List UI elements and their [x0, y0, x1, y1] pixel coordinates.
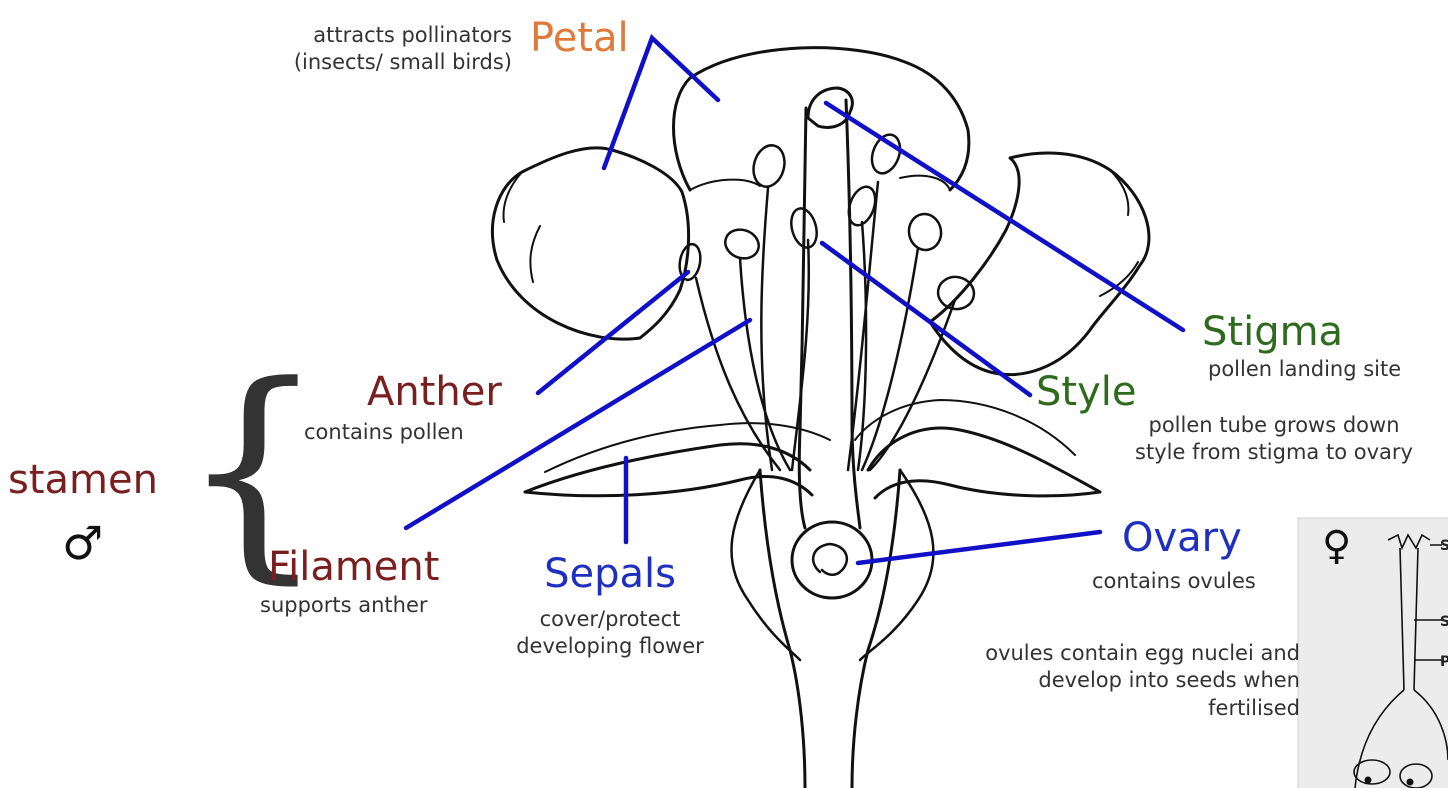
pointer-lines	[403, 34, 1186, 566]
filaments	[694, 180, 957, 472]
stamen-label: stamen	[8, 457, 158, 503]
center-petal	[672, 46, 971, 192]
ovary-drawing	[790, 520, 874, 600]
petal-pointer	[601, 34, 721, 171]
pistil-inset: S S P	[1297, 517, 1448, 788]
petal-desc-line2: (insects/ small birds)	[293, 50, 512, 75]
ovary-description: contains ovules	[1092, 569, 1256, 593]
sepals-desc-line2: developing flower	[516, 634, 704, 659]
inset-label-s1: S	[1440, 538, 1448, 554]
inset-label-s2: S	[1440, 614, 1448, 630]
anther-pointer	[535, 269, 691, 396]
style-desc-line1: pollen tube grows down	[1148, 413, 1400, 437]
ovary-pointer	[855, 529, 1103, 566]
receptacle	[758, 468, 807, 788]
ovules-note-line1: ovules contain egg nuclei and	[985, 641, 1300, 665]
filament-label: Filament	[268, 544, 440, 590]
petal-description: attracts pollinators (insects/ small bir…	[250, 22, 512, 77]
petal-label: Petal	[530, 15, 629, 61]
filament-pointer	[403, 317, 753, 531]
ovary-label: Ovary	[1122, 515, 1242, 561]
sepals-description: cover/protect developing flower	[490, 606, 730, 661]
anther-description: contains pollen	[304, 420, 464, 444]
petal-desc-line1: attracts pollinators	[313, 23, 512, 47]
ovules-note-line3: fertilised	[1208, 695, 1300, 720]
sepals-label: Sepals	[544, 551, 676, 597]
anther-label: Anther	[367, 369, 502, 415]
right-petal	[928, 151, 1151, 376]
male-symbol: ♂	[62, 516, 104, 570]
left-sepal	[523, 442, 814, 498]
style-label: Style	[1036, 369, 1137, 415]
style-pointer	[819, 240, 1033, 398]
style-tube	[797, 98, 862, 530]
ovules-note-line2: develop into seeds when	[1038, 668, 1300, 693]
right-sepal	[866, 426, 1102, 500]
stigma-drawing	[806, 86, 854, 129]
sepals-desc-line1: cover/protect	[539, 607, 681, 631]
style-description: pollen tube grows down style from stigma…	[1104, 412, 1444, 467]
filament-description: supports anther	[260, 593, 428, 617]
stamen-brace: {	[180, 337, 327, 604]
stigma-pointer	[823, 100, 1186, 333]
anthers	[678, 133, 976, 311]
stigma-description: pollen landing site	[1208, 357, 1402, 381]
ovules-note: ovules contain egg nuclei and develop in…	[890, 640, 1300, 722]
stigma-label: Stigma	[1202, 309, 1344, 355]
inset-label-p: P	[1440, 654, 1448, 670]
left-petal	[490, 146, 691, 341]
style-desc-line2: style from stigma to ovary	[1135, 440, 1413, 465]
female-symbol: ♀	[1322, 523, 1352, 569]
